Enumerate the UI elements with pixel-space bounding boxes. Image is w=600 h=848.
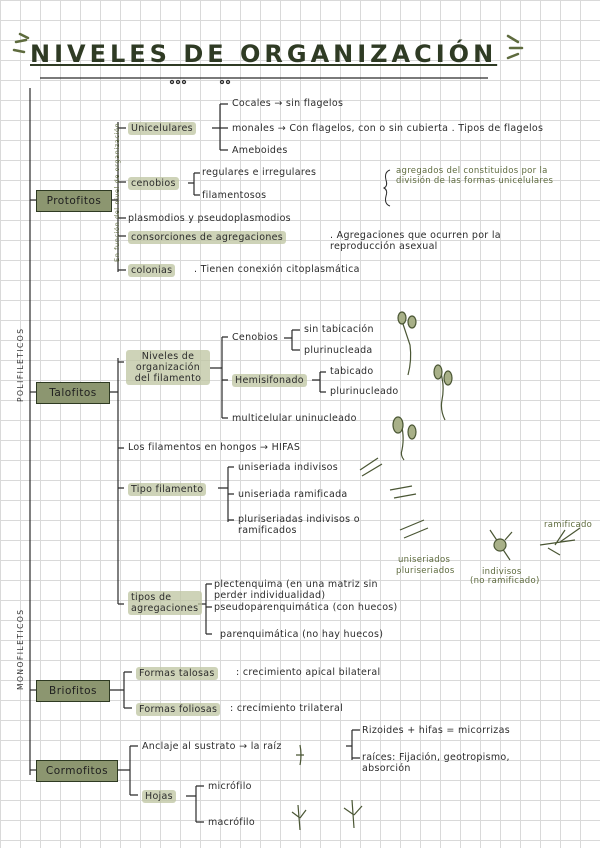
side-label-polifileticos: POLIFILETICOS (16, 327, 25, 402)
text-foliosas-note: : crecimiento trilateral (230, 703, 344, 714)
fig-label-no-ramificado: (no ramificado) (470, 576, 540, 586)
text-tabicado: tabicado (330, 366, 374, 377)
text-uniseriada-ramificada: uniseriada ramificada (238, 489, 348, 500)
text-sin-tabicacion: sin tabicación (304, 324, 374, 335)
side-note-nivel: En función del nivel de organización (113, 122, 121, 262)
text-macrofilo: macrófilo (208, 817, 255, 828)
text-cenobios-proto: cenobios (128, 177, 179, 190)
text-colonias-note: . Tienen conexión citoplasmática (194, 264, 360, 275)
box-talofitos: Talofitos (36, 382, 110, 404)
text-plurinucleada: plurinucleada (304, 345, 373, 356)
text-ameboides: Ameboides (232, 145, 288, 156)
text-unicelulares: Unicelulares (128, 122, 196, 135)
side-label-monofileticos: MONOFILETICOS (16, 608, 25, 690)
text-talosas-note: : crecimiento apical bilateral (236, 667, 381, 678)
text-filamentosos: filamentosos (202, 190, 267, 201)
text-colonias: colonias (128, 264, 176, 277)
text-consorciones-note: . Agregaciones que ocurren por la reprod… (330, 230, 501, 252)
text-hongos: Los filamentos en hongos → HIFAS (128, 442, 301, 453)
text-tipos-agregaciones: tipos de agregaciones (128, 591, 202, 615)
text-hemisifonado: Hemisifonado (232, 374, 307, 387)
text-consorciones: consorciones de agregaciones (128, 231, 287, 244)
box-briofitos: Briofitos (36, 680, 110, 702)
algae-sketch (291, 311, 581, 831)
text-formas-foliosas: Formas foliosas (136, 703, 221, 716)
text-rizoides: Rizoides + hifas = micorrizas (362, 725, 510, 736)
text-microfilo: micrófilo (208, 781, 252, 792)
text-parenquimatica: parenquimática (no hay huecos) (220, 629, 384, 640)
box-protofitos: Protofitos (36, 190, 112, 212)
text-plasmodios: plasmodios y pseudoplasmodios (128, 213, 291, 224)
text-cenobios-talo: Cenobios (232, 332, 279, 343)
page-title: NIVELES DE ORGANIZACIÓN (30, 40, 498, 68)
fig-label-uniseriados: uniseriados (398, 555, 451, 565)
text-plurinucleado: plurinucleado (330, 386, 399, 397)
box-cormofitos: Cormofitos (36, 760, 118, 782)
text-cocales: Cocales → sin flagelos (232, 98, 344, 109)
text-regulares: regulares e irregulares (202, 167, 317, 178)
title-decoration (12, 32, 524, 60)
text-tipo-filamento: Tipo filamento (128, 483, 207, 496)
text-raices: raíces: Fijación, geotropismo, absorción (362, 752, 510, 774)
text-monales: monales → Con flagelos, con o sin cubier… (232, 123, 544, 134)
text-hojas: Hojas (142, 790, 176, 803)
fig-label-pluriseriados: pluriseriados (396, 566, 455, 576)
fig-label-ramificado: ramificado (544, 520, 593, 530)
fig-label-indivisos: indivisos (482, 567, 522, 577)
text-anclaje: Anclaje al sustrato → la raíz (142, 741, 282, 752)
text-plectenquima: plectenquima (en una matriz sin perder i… (214, 579, 378, 601)
text-pseudoparenquimatica: pseudoparenquimática (con huecos) (214, 602, 398, 613)
text-uniseriada-indivisos: uniseriada indivisos (238, 462, 339, 473)
text-pluriseriadas: pluriseriadas indivisos o ramificados (238, 514, 360, 536)
text-cenobios-note: agregados del constituidos por la divisi… (396, 166, 554, 186)
text-formas-talosas: Formas talosas (136, 667, 218, 680)
text-niveles-filamento: Niveles de organización del filamento (126, 350, 210, 385)
text-multicelular: multicelular uninucleado (232, 413, 357, 424)
